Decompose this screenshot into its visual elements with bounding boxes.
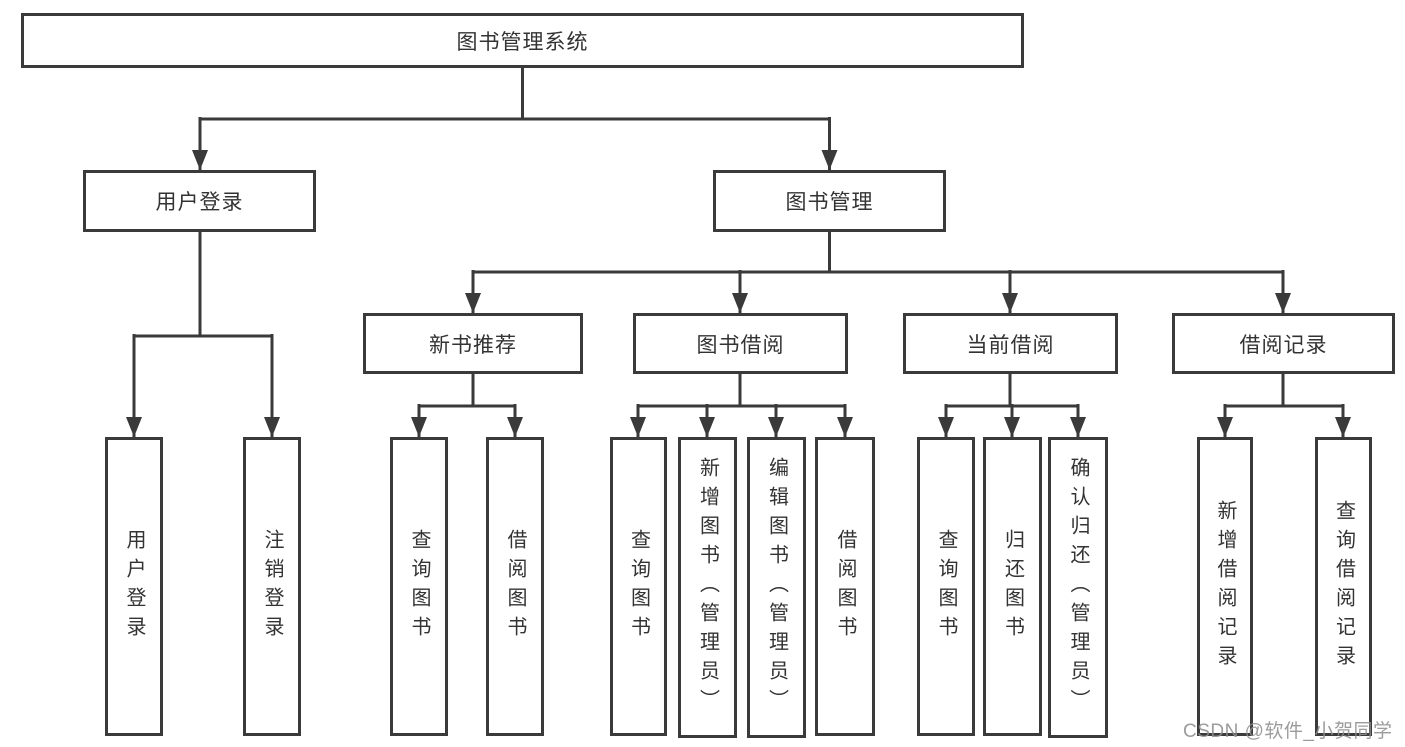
leaf-query-books-borrow-label: 查询图书	[627, 528, 650, 645]
leaf-edit-book-admin: 编辑图书（管理员）	[747, 437, 806, 738]
node-current-borrow: 当前借阅	[903, 313, 1118, 374]
leaf-logout: 注销登录	[243, 437, 301, 736]
node-book-borrow-label: 图书借阅	[696, 333, 785, 357]
node-book-management-label: 图书管理	[785, 191, 874, 214]
node-new-book-recommend: 新书推荐	[363, 313, 583, 374]
leaf-edit-book-admin-label: 编辑图书（管理员）	[765, 457, 788, 718]
leaf-query-books-recommend: 查询图书	[390, 437, 448, 736]
node-root-label: 图书管理系统	[456, 30, 589, 54]
leaf-add-borrow-record-label: 新增借阅记录	[1214, 499, 1236, 674]
leaf-query-borrow-record: 查询借阅记录	[1315, 437, 1372, 736]
leaf-query-books-recommend-label: 查询图书	[408, 528, 430, 645]
leaf-confirm-return-admin: 确认归还（管理员）	[1048, 437, 1108, 738]
node-current-borrow-label: 当前借阅	[966, 333, 1055, 357]
leaf-add-book-admin-label: 新增图书（管理员）	[696, 457, 719, 718]
leaf-return-book-label: 归还图书	[1001, 528, 1024, 645]
node-user-login-label: 用户登录	[155, 191, 244, 214]
leaf-borrow-books: 借阅图书	[815, 437, 875, 736]
node-book-borrow: 图书借阅	[633, 313, 848, 374]
node-root: 图书管理系统	[21, 13, 1024, 68]
leaf-query-books-current-label: 查询图书	[935, 528, 957, 645]
watermark: CSDN @软件_小贺同学	[1183, 721, 1393, 742]
leaf-return-book: 归还图书	[983, 437, 1042, 736]
leaf-logout-label: 注销登录	[261, 528, 283, 645]
node-new-book-recommend-label: 新书推荐	[429, 333, 517, 357]
leaf-borrow-books-label: 借阅图书	[834, 528, 856, 645]
leaf-add-borrow-record: 新增借阅记录	[1197, 437, 1253, 736]
leaf-query-books-borrow: 查询图书	[610, 437, 667, 736]
leaf-query-borrow-record-label: 查询借阅记录	[1332, 499, 1355, 674]
node-borrow-records-label: 借阅记录	[1239, 333, 1328, 357]
leaf-query-books-current: 查询图书	[917, 437, 975, 736]
leaf-borrow-books-recommend-label: 借阅图书	[504, 528, 526, 645]
leaf-user-login: 用户登录	[105, 437, 163, 736]
leaf-borrow-books-recommend: 借阅图书	[486, 437, 544, 736]
node-user-login: 用户登录	[83, 170, 316, 232]
leaf-user-login-label: 用户登录	[123, 528, 145, 645]
node-borrow-records: 借阅记录	[1172, 313, 1395, 374]
leaf-add-book-admin: 新增图书（管理员）	[678, 437, 737, 738]
leaf-confirm-return-admin-label: 确认归还（管理员）	[1067, 457, 1089, 718]
node-book-management: 图书管理	[713, 170, 946, 232]
